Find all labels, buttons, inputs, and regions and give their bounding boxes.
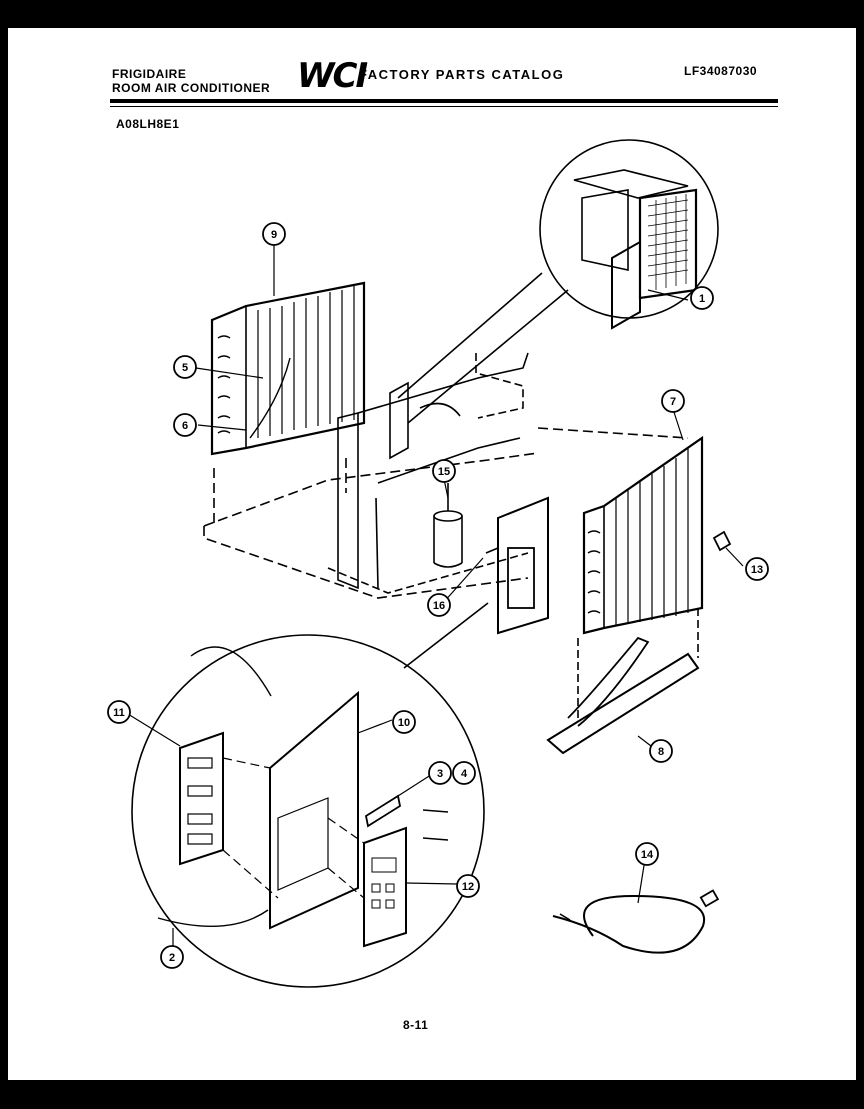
svg-text:4: 4 xyxy=(461,768,468,780)
svg-text:5: 5 xyxy=(182,362,188,374)
condenser-coil xyxy=(582,435,704,635)
callout-4: 4 xyxy=(452,761,476,785)
svg-text:13: 13 xyxy=(751,564,763,576)
wci-logo: WCI xyxy=(297,56,368,96)
svg-text:8: 8 xyxy=(658,746,664,758)
svg-text:15: 15 xyxy=(438,466,450,478)
control-box xyxy=(485,496,549,635)
svg-text:7: 7 xyxy=(670,396,676,408)
callout-10: 10 xyxy=(392,710,416,734)
drain-pan xyxy=(546,608,700,755)
svg-text:6: 6 xyxy=(182,420,188,432)
catalog-sheet: FRIGIDAIRE ROOM AIR CONDITIONER WCI FACT… xyxy=(8,28,856,1080)
callout-9: 9 xyxy=(262,222,286,246)
brand-line-2: ROOM AIR CONDITIONER xyxy=(112,81,271,95)
svg-text:2: 2 xyxy=(169,952,175,964)
chassis-partition xyxy=(327,352,529,594)
callouts: 1 2 3 4 5 6 7 8 9 10 11 12 13 14 15 16 xyxy=(107,222,769,969)
model-number: A08LH8E1 xyxy=(116,117,180,131)
callout-11: 11 xyxy=(107,700,131,724)
brand-line-1: FRIGIDAIRE xyxy=(112,67,187,81)
svg-text:14: 14 xyxy=(641,849,654,861)
callout-13: 13 xyxy=(745,557,769,581)
svg-text:1: 1 xyxy=(699,293,705,305)
exploded-parts-diagram: 1 2 3 4 5 6 7 8 9 10 11 12 13 14 15 16 xyxy=(107,139,769,988)
callout-8: 8 xyxy=(649,739,673,763)
callout-2: 2 xyxy=(160,945,184,969)
svg-text:11: 11 xyxy=(113,707,125,719)
catalog-title: FACTORY PARTS CATALOG xyxy=(359,67,565,82)
base-pan xyxy=(203,452,539,599)
page-number: 8-11 xyxy=(403,1018,429,1032)
svg-text:16: 16 xyxy=(433,600,445,612)
svg-text:9: 9 xyxy=(271,229,277,241)
callout-15: 15 xyxy=(432,459,456,483)
callout-12: 12 xyxy=(456,874,480,898)
svg-text:12: 12 xyxy=(462,881,474,893)
evaporator-coil xyxy=(210,281,366,456)
callout-3: 3 xyxy=(428,761,452,785)
svg-text:10: 10 xyxy=(398,717,410,729)
bracket xyxy=(712,530,732,552)
callout-7: 7 xyxy=(661,389,685,413)
svg-text:3: 3 xyxy=(437,768,443,780)
callout-5: 5 xyxy=(173,355,197,379)
part-number: LF34087030 xyxy=(684,64,758,78)
callout-14: 14 xyxy=(635,842,659,866)
filter-detail-view xyxy=(539,139,719,330)
power-cord xyxy=(552,889,720,954)
control-detail-view xyxy=(131,602,489,988)
callout-1: 1 xyxy=(690,286,714,310)
header-rule-thin xyxy=(110,106,778,107)
callout-16: 16 xyxy=(427,593,451,617)
header-rule-thick xyxy=(110,99,778,103)
callout-6: 6 xyxy=(173,413,197,437)
